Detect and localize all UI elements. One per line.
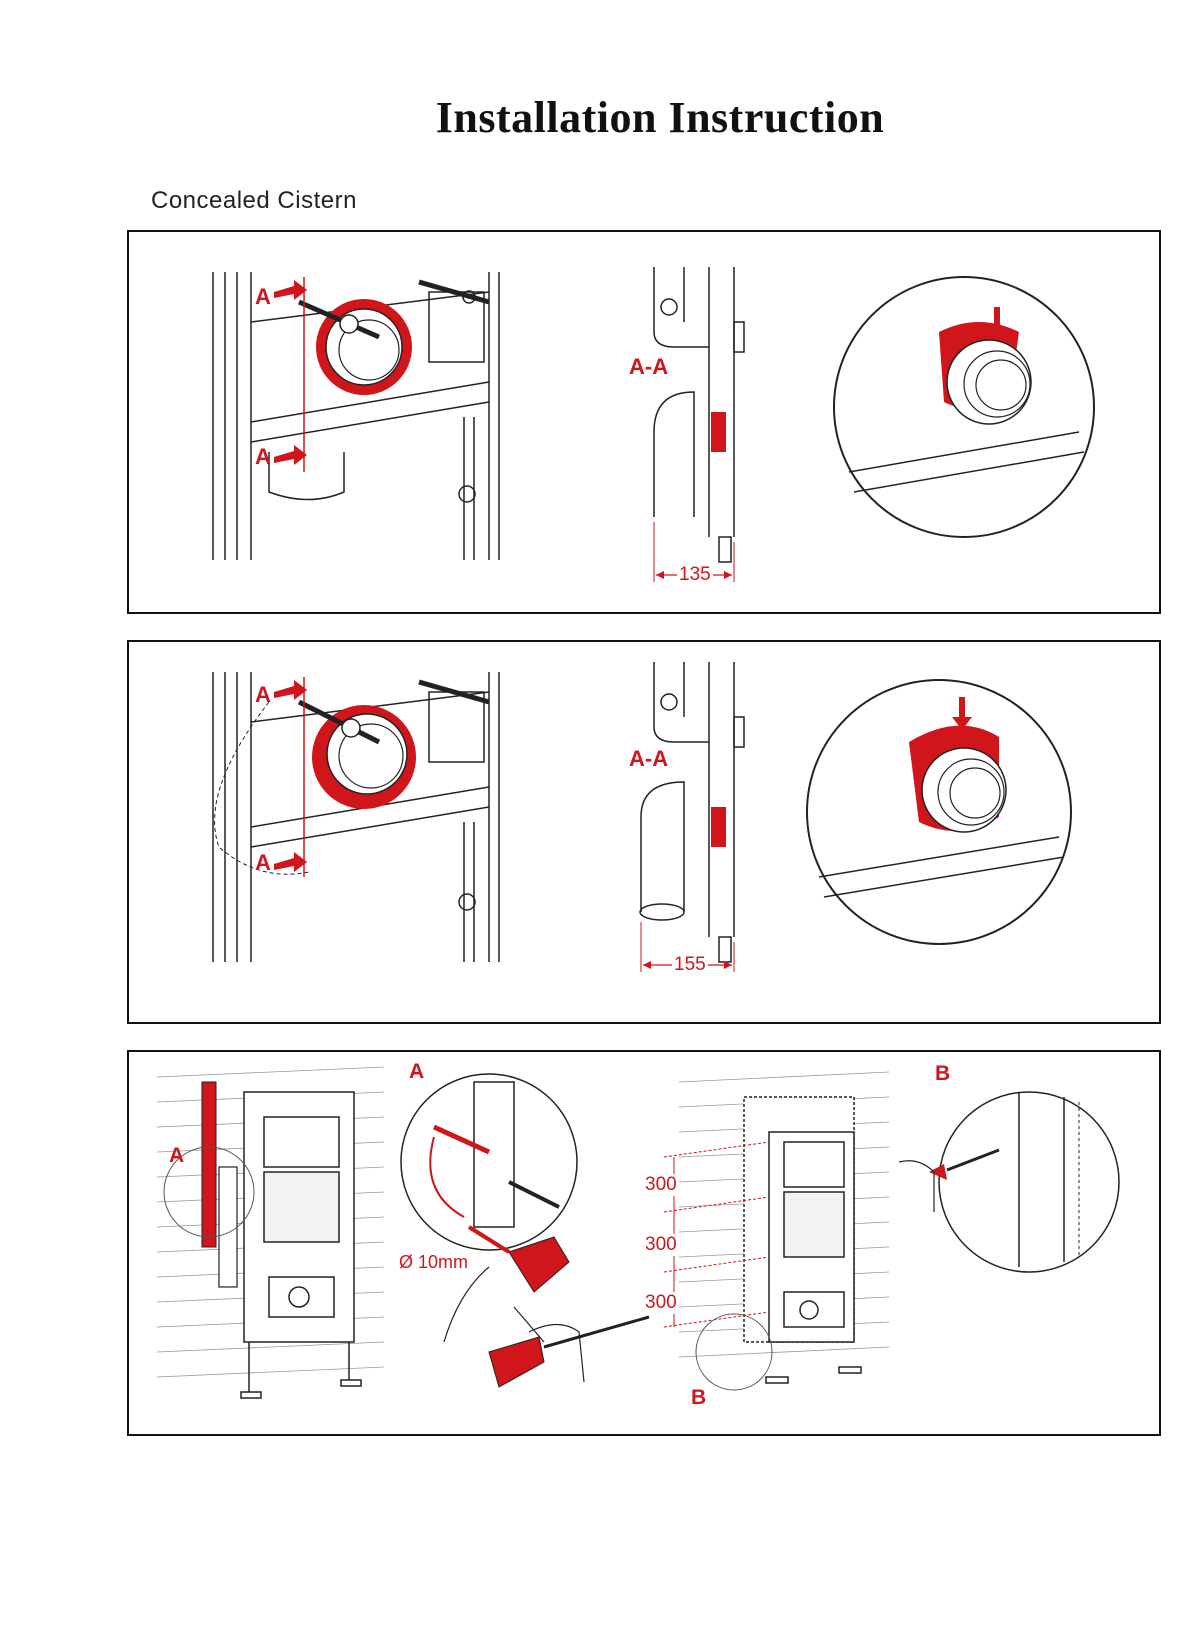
arrow-down-icon — [987, 307, 1007, 340]
section-label: A-A — [629, 354, 669, 379]
frame-marker-a: A — [169, 1144, 185, 1167]
frame-view — [212, 672, 500, 962]
drill-in-hand — [443, 1225, 570, 1343]
drain-connector — [297, 299, 412, 395]
section-seal — [711, 807, 726, 847]
section-subtitle: Concealed Cistern — [151, 187, 357, 214]
detail-circle-view — [833, 276, 1095, 538]
step-3-illustration — [156, 1066, 1120, 1399]
frame-view — [240, 1091, 362, 1399]
arrow-right-icon — [274, 680, 307, 700]
detail-a-label: A — [409, 1060, 425, 1083]
screwdriver-in-hand — [488, 1315, 650, 1388]
section-seal — [711, 412, 726, 452]
marker-a-top: A — [255, 284, 271, 309]
section-label: A-A — [629, 746, 669, 771]
section-view — [639, 662, 745, 963]
marker-a-bottom: A — [255, 444, 271, 469]
drill-diameter-label: Ø 10mm — [399, 1252, 469, 1272]
step-2-illustration — [212, 662, 1072, 972]
arrow-right-icon — [274, 852, 307, 872]
marker-a-top: A — [255, 682, 271, 707]
dimension-arrow-icon — [724, 571, 732, 579]
installation-template — [201, 1081, 217, 1248]
detail-a-marker-circle — [163, 1146, 255, 1238]
marker-b-bottom: B — [691, 1386, 707, 1409]
drain-connector — [297, 699, 416, 809]
dimension-arrow-icon — [724, 961, 732, 969]
dimension-label: 155 — [672, 954, 708, 976]
step-panel-1: A A A-A 135 — [127, 230, 1161, 614]
marker-a-bottom: A — [255, 850, 271, 875]
arrow-right-icon — [274, 280, 307, 300]
dimension-label: 135 — [677, 564, 713, 586]
dimension-arrow-icon — [643, 961, 651, 969]
spacing-label-bottom: 300 — [645, 1292, 677, 1314]
section-view — [653, 267, 745, 563]
arrow-down-icon — [952, 697, 972, 730]
step-panel-2: A A A-A 155 — [127, 640, 1161, 1024]
step-1-illustration — [212, 267, 1095, 582]
arrow-right-icon — [274, 445, 307, 465]
detail-a-view — [400, 1073, 578, 1251]
wall-plate — [218, 1166, 238, 1288]
frame-view-mounted — [743, 1096, 862, 1384]
page-title: Installation Instruction — [435, 93, 885, 142]
spacing-label-middle: 300 — [645, 1234, 677, 1256]
detail-b-marker-circle — [695, 1313, 773, 1391]
detail-b-view — [898, 1091, 1120, 1273]
detail-b-label: B — [935, 1062, 951, 1085]
detail-circle-view — [806, 679, 1072, 945]
spacing-label-top: 300 — [645, 1174, 677, 1196]
dimension-arrow-icon — [656, 571, 664, 579]
step-panel-3: A A Ø 10mm 300 300 300 B B — [127, 1050, 1161, 1436]
